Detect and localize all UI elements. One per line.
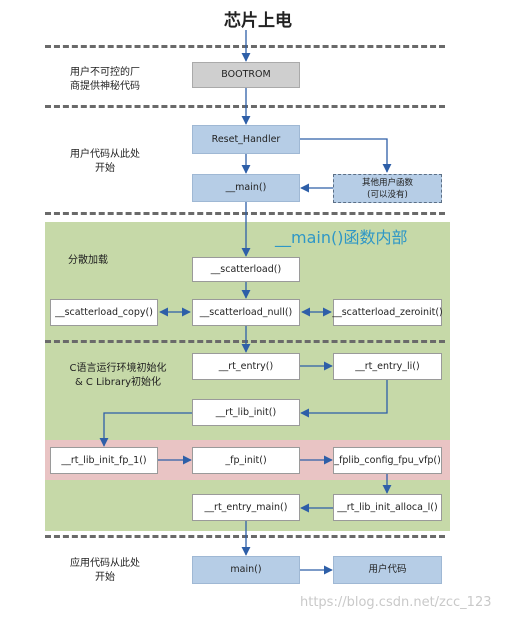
scatterload-copy-box: __scatterload_copy() (50, 299, 158, 326)
divider-1 (45, 45, 445, 48)
app-code-start-line1: 应用代码从此处 (70, 558, 140, 569)
scatter-load-label: 分散加载 (68, 255, 108, 266)
rt-entry-main-box: __rt_entry_main() (192, 494, 300, 521)
user-code-start-label: 用户代码从此处 开始 (55, 148, 155, 176)
arrow-li-to-rt-lib-init (300, 380, 388, 418)
rt-entry-box: __rt_entry() (192, 353, 300, 380)
rt-lib-init-fp-1-box: __rt_lib_init_fp_1() (50, 447, 158, 474)
user-code-start-line2: 开始 (95, 163, 115, 174)
bootrom-box: BOOTROM (192, 62, 300, 88)
other-user-functions-line1: 其他用户函数 (361, 177, 413, 188)
diagram-title: 芯片上电 (224, 11, 292, 31)
divider-4 (45, 340, 445, 343)
divider-3 (45, 212, 445, 215)
fp-init-box: _fp_init() (192, 447, 300, 474)
arrow-reset-to-other-funcs (300, 138, 392, 173)
reset-handler-box: Reset_Handler (192, 125, 300, 154)
main-entry-box: __main() (192, 174, 300, 202)
rt-entry-li-box: __rt_entry_li() (333, 353, 442, 380)
arrow-rt-lib-init-to-fp-1 (99, 412, 192, 447)
user-code-start-line1: 用户代码从此处 (70, 149, 140, 160)
vendor-code-label: 用户不可控的厂 商提供神秘代码 (55, 66, 155, 94)
scatterload-null-box: __scatterload_null() (192, 299, 300, 326)
watermark: https://blog.csdn.net/zcc_123 (300, 595, 492, 610)
fplib-config-fpu-vfp-box: _fplib_config_fpu_vfp() (333, 447, 442, 474)
scatterload-zeroinit-box: __scatterload_zeroinit() (332, 299, 443, 326)
divider-2 (45, 105, 445, 108)
vendor-code-label-line1: 用户不可控的厂 (70, 67, 140, 78)
user-code-box: 用户代码 (333, 556, 442, 584)
scatterload-box: __scatterload() (192, 257, 300, 282)
app-code-start-label: 应用代码从此处 开始 (55, 557, 155, 585)
main-function-heading: __main()函数内部 (275, 228, 408, 247)
c-runtime-init-line1: C语言运行环境初始化 (69, 363, 167, 374)
app-main-box: main() (192, 556, 300, 584)
rt-lib-init-alloca-box: __rt_lib_init_alloca_l() (333, 494, 442, 521)
rt-lib-init-box: __rt_lib_init() (192, 399, 300, 426)
other-user-functions-box: 其他用户函数 (可以没有) (333, 174, 442, 203)
divider-5 (45, 535, 445, 538)
vendor-code-label-line2: 商提供神秘代码 (70, 81, 140, 92)
c-runtime-init-line2: & C Library初始化 (74, 377, 162, 388)
other-user-functions-line2: (可以没有) (367, 189, 408, 200)
c-runtime-init-label: C语言运行环境初始化 & C Library初始化 (52, 362, 184, 390)
app-code-start-line2: 开始 (95, 572, 115, 583)
